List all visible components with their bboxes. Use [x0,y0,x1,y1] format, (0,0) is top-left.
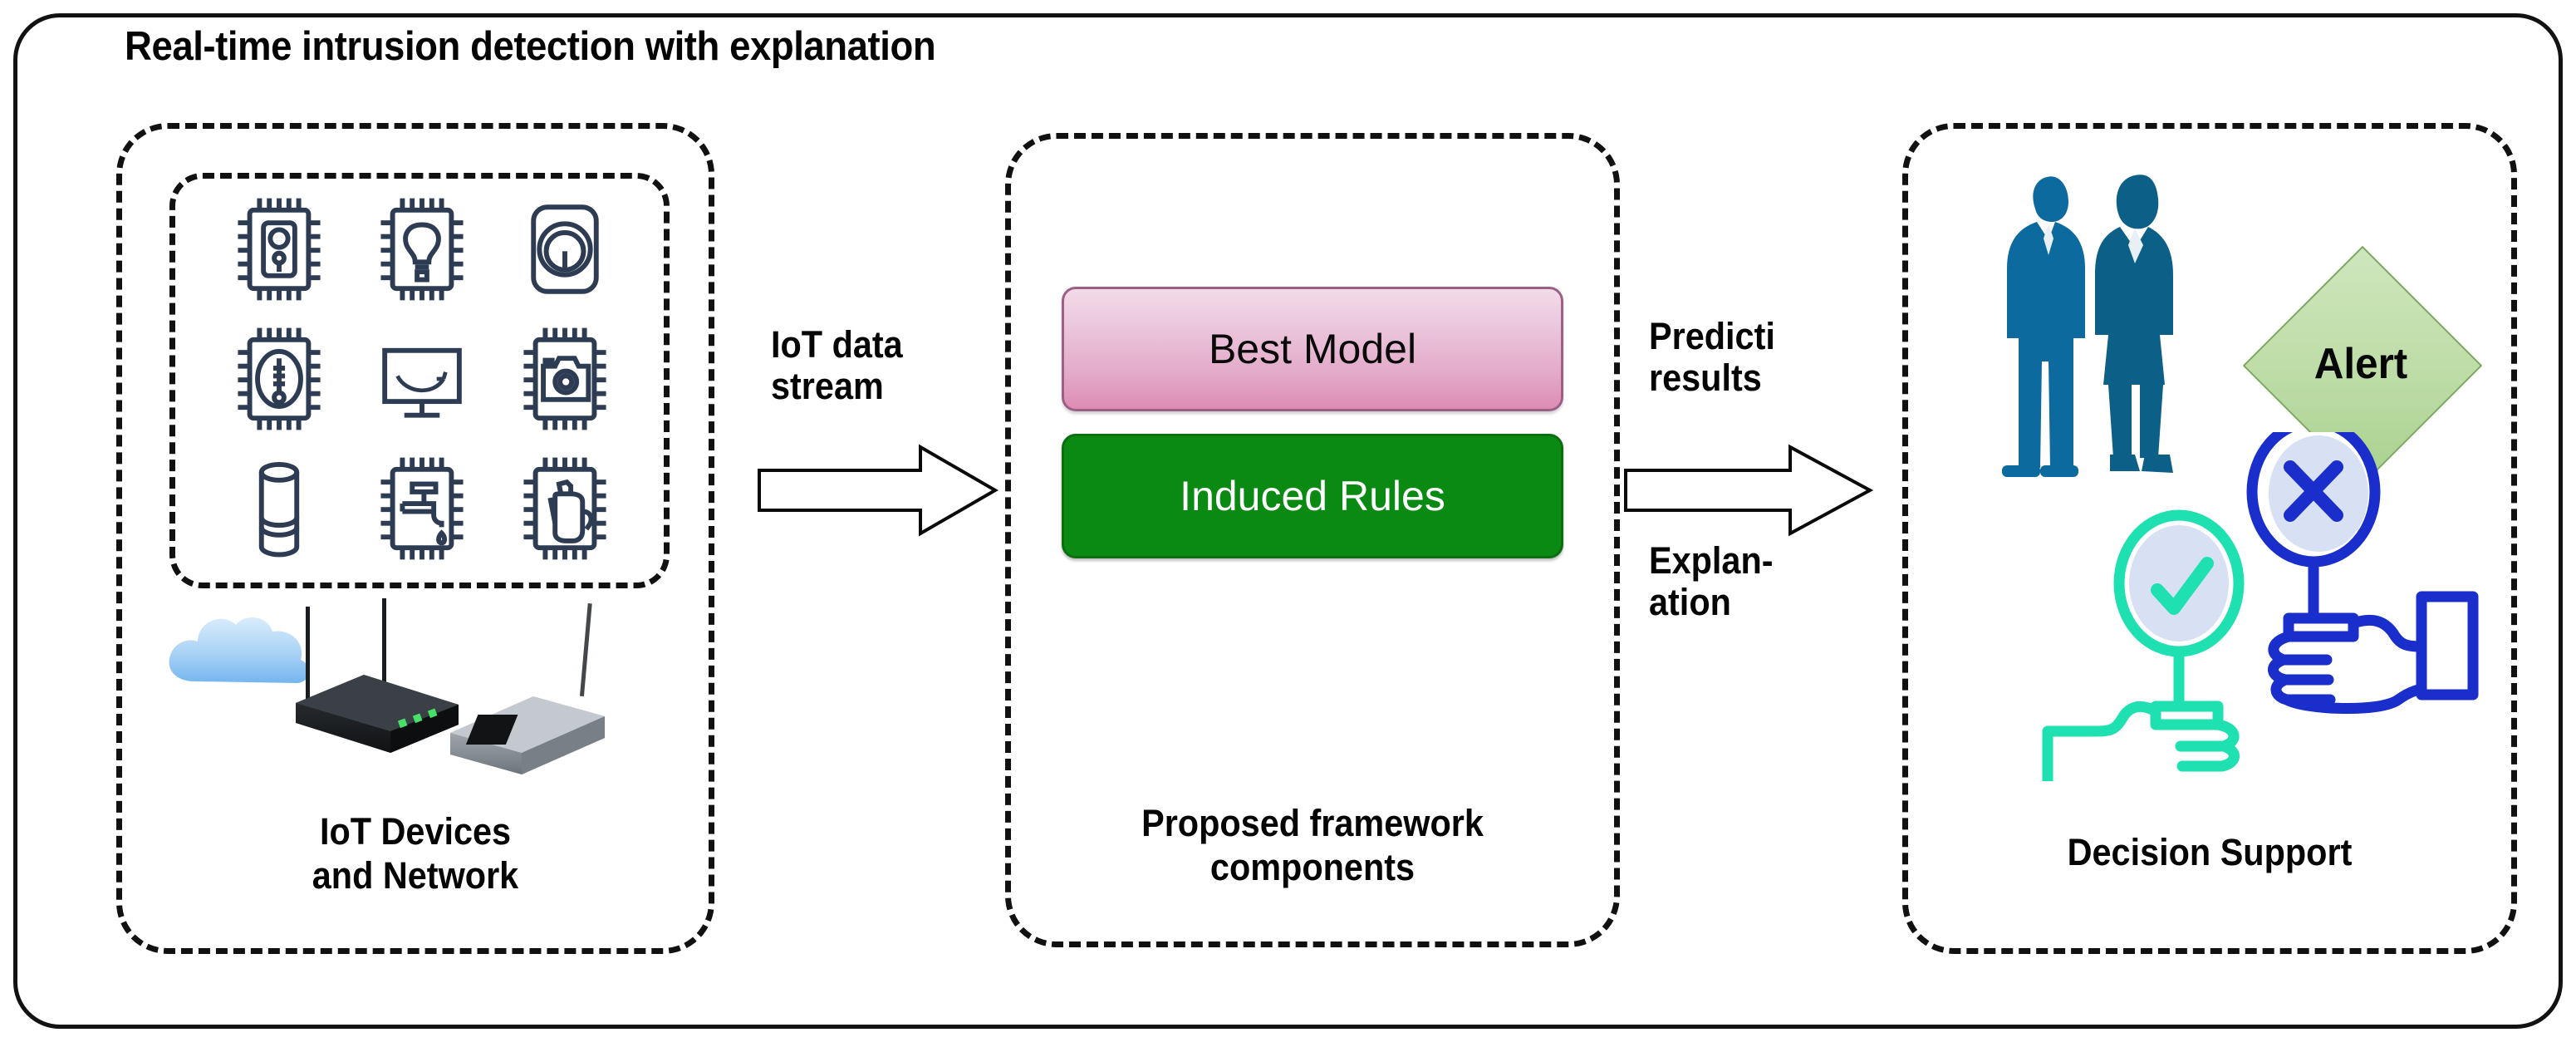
chip-sensor-icon [214,188,344,311]
chip-faucet-icon [357,447,487,570]
alert-label: Alert [2313,340,2408,388]
page-title: Real-time intrusion detection with expla… [125,24,936,69]
caption-line-1: Decision Support [2067,831,2353,873]
decision-hands-illustration [2031,416,2505,787]
iot-data-stream-arrow [758,440,999,544]
cloud-icon [169,617,310,683]
hand-magnifier-reject-icon [2246,416,2479,714]
cylinder-speaker-icon [214,447,344,570]
chip-kettle-icon [500,447,630,570]
caption-line-1: IoT Devices [319,810,512,853]
iot-data-stream-label: IoT data stream [771,323,903,408]
chip-lightbulb-icon [357,188,487,311]
prediction-results-arrow [1624,440,1874,544]
smart-tv-icon [357,317,487,440]
panel-right-caption: Decision Support [1950,831,2470,875]
caption-line-2: and Network [312,853,519,897]
businesswoman-figure [2095,175,2173,473]
panel-iot-devices [116,123,714,954]
induced-rules-box[interactable]: Induced Rules [1062,434,1563,558]
panel-left-caption: IoT Devices and Network [171,810,660,897]
caption-line-2: components [1209,845,1416,888]
caption-line-1: Proposed framework [1141,802,1484,844]
explanation-label: Explan- ation [1649,539,1774,624]
chip-camera-icon [500,317,630,440]
iot-icon-grid [214,188,630,570]
grey-router-icon [450,603,605,774]
prediction-results-label: Predicti results [1649,315,1775,400]
businessman-figure [2002,176,2085,477]
smart-speaker-icon [500,188,630,311]
panel-framework [1005,133,1620,947]
network-devices-illustration [150,598,681,789]
best-model-box[interactable]: Best Model [1062,287,1563,411]
best-model-label: Best Model [1208,326,1417,372]
black-router-icon [296,598,459,753]
iot-icon-grid-frame [169,173,670,588]
outer-frame [13,13,2563,1029]
induced-rules-label: Induced Rules [1180,473,1445,519]
business-people-illustration [1994,162,2243,490]
chip-gauge-icon [214,317,344,440]
panel-decision-support [1902,123,2517,954]
hand-magnifier-approve-icon [2042,509,2245,787]
panel-middle-caption: Proposed framework components [1045,802,1580,889]
